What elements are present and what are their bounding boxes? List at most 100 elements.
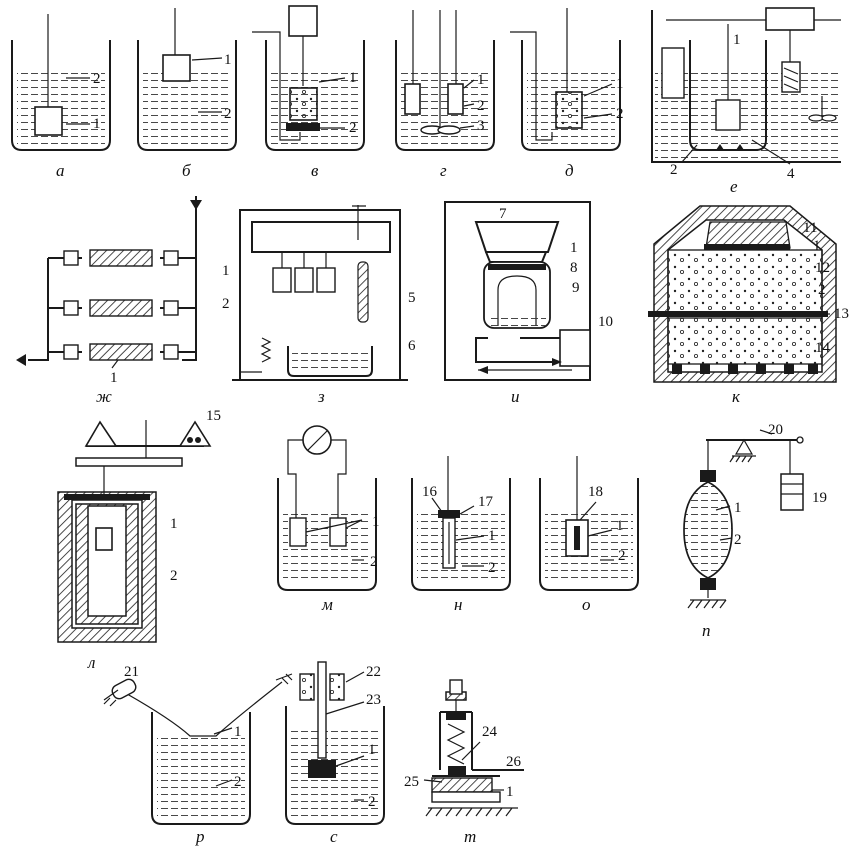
label-k-2: 2 — [818, 282, 826, 298]
caption-m: м — [321, 595, 333, 614]
label-t-24: 24 — [482, 724, 498, 740]
label-b-2: 2 — [224, 106, 232, 122]
label-t-25: 25 — [404, 774, 419, 790]
label-r-1: 1 — [234, 724, 242, 740]
caption-g: г — [440, 161, 447, 180]
label-s-2: 2 — [368, 794, 376, 810]
tube-middle — [63, 299, 179, 317]
label-m-1: 1 — [372, 514, 380, 530]
label-i-1: 1 — [570, 240, 578, 256]
label-o-18: 18 — [588, 484, 603, 500]
figure-t — [423, 679, 524, 817]
caption-s: с — [330, 827, 338, 846]
label-n-1: 1 — [488, 528, 496, 544]
label-n-16: 16 — [422, 484, 438, 500]
label-i-9: 9 — [572, 280, 580, 296]
label-r-2: 2 — [234, 774, 242, 790]
figure-a — [11, 14, 111, 151]
tube-top — [63, 249, 179, 267]
caption-v: в — [311, 161, 319, 180]
caption-zh: ж — [96, 387, 112, 406]
label-s-22: 22 — [366, 664, 381, 680]
figure-s — [285, 661, 385, 825]
figure-zh — [16, 196, 202, 369]
caption-e: е — [730, 177, 738, 196]
label-v-1: 1 — [349, 70, 357, 86]
caption-i: и — [511, 387, 520, 406]
figure-k — [648, 205, 837, 383]
caption-o: о — [582, 595, 591, 614]
caption-z: з — [317, 387, 325, 406]
label-z-6: 6 — [408, 338, 416, 354]
figure-m — [277, 425, 377, 591]
figure-o — [539, 456, 639, 591]
caption-p: п — [702, 621, 711, 640]
figure-p — [683, 429, 804, 609]
number-labels: 2 1 1 2 1 2 1 2 3 1 2 1 2 4 1 1 2 5 6 7 … — [93, 32, 849, 810]
figure-i — [444, 201, 591, 381]
label-t-1: 1 — [506, 784, 514, 800]
caption-l: л — [87, 653, 95, 672]
label-k-12: 12 — [815, 260, 830, 276]
label-l-15: 15 — [206, 408, 221, 424]
figure-e — [651, 7, 841, 165]
caption-n: н — [454, 595, 462, 614]
label-z-5: 5 — [408, 290, 416, 306]
caption-t: т — [464, 827, 476, 846]
label-l-1: 1 — [170, 516, 178, 532]
figure-l — [57, 420, 212, 643]
label-p-1: 1 — [734, 500, 742, 516]
tube-bottom — [63, 343, 179, 361]
label-g-2: 2 — [477, 98, 485, 114]
figure-z — [232, 205, 408, 381]
caption-k: к — [732, 387, 741, 406]
label-t-26: 26 — [506, 754, 522, 770]
label-k-11: 11 — [803, 220, 817, 236]
label-b-1: 1 — [224, 52, 232, 68]
label-v-2: 2 — [349, 120, 357, 136]
label-k-1: 1 — [813, 238, 821, 254]
caption-r: р — [195, 827, 205, 846]
figure-v — [252, 5, 365, 151]
figure-captions: а б в г д е ж з и к л м н о п р с т — [56, 161, 741, 846]
label-z-2: 2 — [222, 296, 230, 312]
label-a-1: 1 — [93, 116, 101, 132]
label-i-7: 7 — [499, 206, 507, 222]
figure-d — [510, 8, 621, 151]
figure-r — [103, 673, 293, 825]
label-p-20: 20 — [768, 422, 783, 438]
label-i-10: 10 — [598, 314, 613, 330]
label-g-3: 3 — [477, 118, 485, 134]
label-m-2: 2 — [370, 554, 378, 570]
figure-g — [395, 10, 495, 151]
label-d-1: 1 — [616, 76, 624, 92]
label-s-23: 23 — [366, 692, 381, 708]
k-base-feet — [672, 364, 818, 374]
label-e-1: 1 — [733, 32, 741, 48]
label-zh-1: 1 — [110, 370, 118, 386]
label-p-19: 19 — [812, 490, 827, 506]
figure-n — [411, 456, 511, 591]
label-r-21: 21 — [124, 664, 139, 680]
label-l-2: 2 — [170, 568, 178, 584]
label-e-4: 4 — [787, 166, 795, 182]
label-s-1: 1 — [368, 742, 376, 758]
caption-b: б — [182, 161, 191, 180]
label-o-1: 1 — [616, 518, 624, 534]
figure-b — [137, 8, 237, 151]
label-d-2: 2 — [616, 106, 624, 122]
label-n-2: 2 — [488, 560, 496, 576]
label-i-8: 8 — [570, 260, 578, 276]
label-p-2: 2 — [734, 532, 742, 548]
label-g-1: 1 — [477, 72, 485, 88]
label-k-14: 14 — [815, 340, 831, 356]
label-z-1: 1 — [222, 263, 230, 279]
caption-a: а — [56, 161, 65, 180]
label-e-2: 2 — [670, 162, 678, 178]
caption-d: д — [565, 161, 574, 180]
label-k-13: 13 — [834, 306, 849, 322]
label-o-2: 2 — [618, 548, 626, 564]
label-n-17: 17 — [478, 494, 494, 510]
label-a-2: 2 — [93, 71, 101, 87]
